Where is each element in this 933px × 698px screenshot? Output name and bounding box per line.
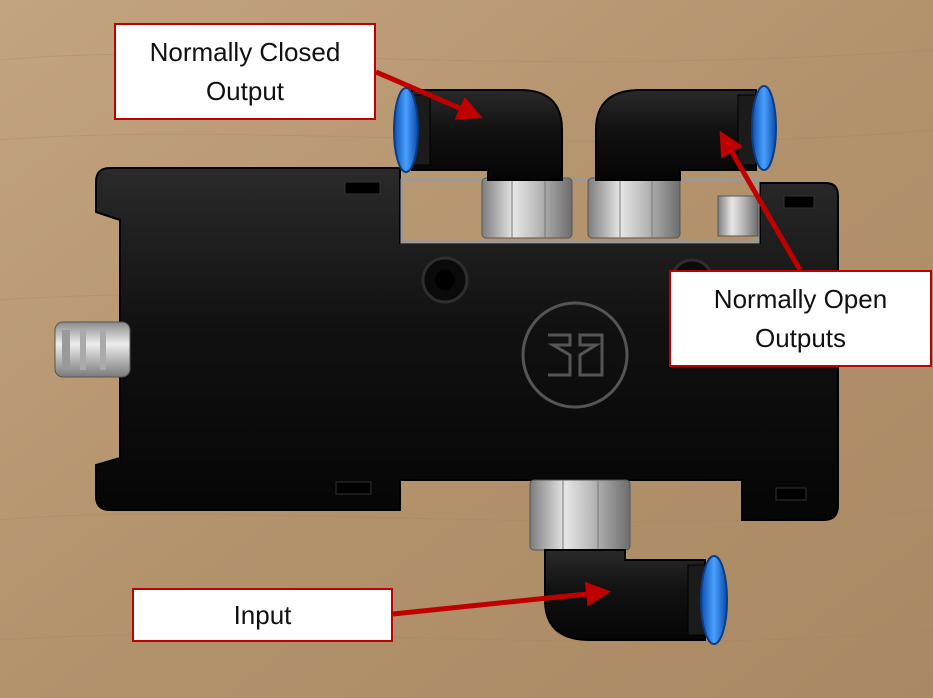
hex-nut-right xyxy=(587,177,681,239)
callout-line: Input xyxy=(233,599,292,630)
arrow-no xyxy=(719,130,803,272)
callout-line: Output xyxy=(205,75,285,106)
callout-line: Normally Closed xyxy=(149,36,341,67)
side-connector xyxy=(54,321,131,378)
small-fitting xyxy=(717,195,759,237)
manifold-body xyxy=(95,167,839,521)
callout-line: Outputs xyxy=(754,322,847,353)
hex-nut-left xyxy=(481,177,573,239)
hex-nut-bottom xyxy=(529,479,631,551)
elbow-fitting-no xyxy=(595,85,777,181)
slot xyxy=(344,181,381,195)
slot xyxy=(335,481,372,495)
elbow-fitting-input xyxy=(544,549,728,645)
callout-normally-closed-output: Normally Closed Output xyxy=(114,23,376,120)
callout-normally-open-outputs: Normally Open Outputs xyxy=(669,270,932,367)
callout-input: Input xyxy=(132,588,393,642)
arrow-input xyxy=(392,581,611,617)
callout-line: Normally Open xyxy=(713,283,888,314)
logo xyxy=(521,301,629,409)
arrow-nc xyxy=(375,69,483,120)
elbow-fitting-nc xyxy=(393,87,563,181)
mounting-hole xyxy=(435,270,455,290)
slot xyxy=(775,487,807,501)
slot xyxy=(783,195,815,209)
